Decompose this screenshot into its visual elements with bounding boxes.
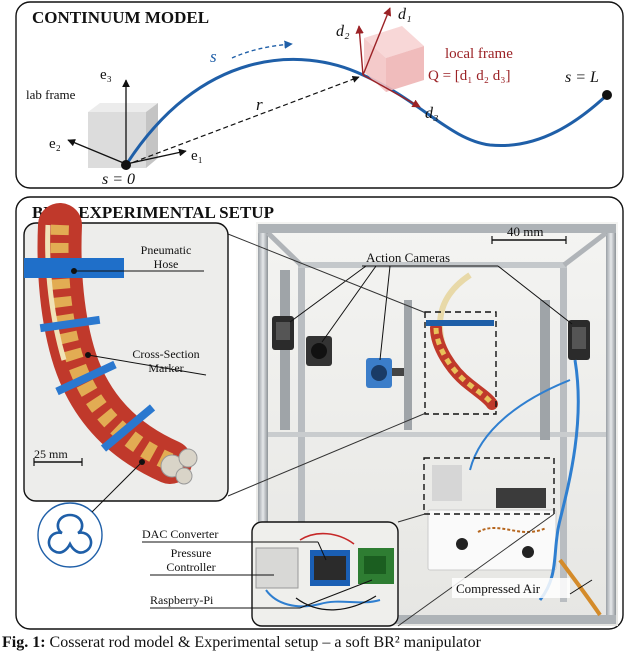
- action-cameras-label: Action Cameras: [366, 250, 450, 265]
- pressure-controller-label-2: Controller: [166, 560, 215, 574]
- end-label: s = L: [565, 69, 599, 86]
- d2-label: d₂: [336, 23, 350, 40]
- d3-label: d₃: [425, 105, 439, 122]
- caption-label: Fig. 1:: [2, 634, 46, 651]
- scale-label-left: 25 mm: [34, 447, 68, 461]
- camera-right: [568, 320, 590, 360]
- camera-left: [272, 316, 294, 350]
- cross-section-diagram: [37, 461, 143, 568]
- d1-label: d₁: [398, 6, 412, 23]
- local-frame-definition: Q = [d₁ d₂ d₃]: [428, 68, 510, 84]
- e1-label: e₁: [191, 148, 203, 164]
- pressure-controller-label-1: Pressure: [171, 546, 212, 560]
- arm-highlight-box: [424, 311, 497, 415]
- pneumatic-hose-label-1: Pneumatic: [141, 243, 192, 257]
- d1-axis: [362, 7, 392, 76]
- arc-length-label: s: [210, 47, 217, 66]
- camera-center-left: [306, 336, 332, 366]
- e2-label: e₂: [49, 136, 61, 152]
- position-vector-label: r: [256, 95, 263, 114]
- arm-closeup-inset: [23, 203, 229, 502]
- figure-caption: Fig. 1: Cosserat rod model & Experimenta…: [2, 634, 638, 652]
- d2-axis: [355, 25, 364, 76]
- local-frame-label: local frame: [445, 46, 513, 62]
- raspberry-pi-label: Raspberry-Pi: [150, 593, 214, 607]
- caption-text: Cosserat rod model & Experimental setup …: [45, 634, 481, 651]
- rod-end-point: [602, 90, 612, 100]
- dac-converter-label: DAC Converter: [142, 527, 218, 541]
- lab-frame-label: lab frame: [26, 87, 76, 102]
- experimental-setup-panel: BR2 - EXPERIMENTAL SETUP: [15, 196, 624, 630]
- arc-length-arrow: [231, 40, 293, 59]
- camera-center: [366, 358, 404, 388]
- pneumatic-hose-label-2: Hose: [154, 257, 179, 271]
- electronics-highlight-box: [423, 457, 555, 515]
- compressed-air-label: Compressed Air: [456, 581, 541, 596]
- d3-axis: [362, 74, 421, 108]
- scale-label-right: 40 mm: [507, 224, 543, 239]
- continuum-model-panel: CONTINUUM MODEL lab frame e₃ e₁ e₂ s r s…: [15, 1, 624, 189]
- e2-axis: [67, 139, 127, 165]
- position-vector: [125, 75, 360, 166]
- figure-canvas: CONTINUUM MODEL lab frame e₃ e₁ e₂ s r s…: [15, 1, 624, 630]
- cross-section-label-1: Cross-Section: [132, 347, 199, 361]
- experimental-setup-title: BR2 - EXPERIMENTAL SETUP: [32, 203, 274, 222]
- electronics-inset: [251, 521, 399, 627]
- setup-photo: [256, 222, 618, 626]
- continuum-model-title: CONTINUUM MODEL: [32, 8, 209, 27]
- start-label: s = 0: [102, 171, 135, 188]
- e3-label: e₃: [100, 67, 112, 83]
